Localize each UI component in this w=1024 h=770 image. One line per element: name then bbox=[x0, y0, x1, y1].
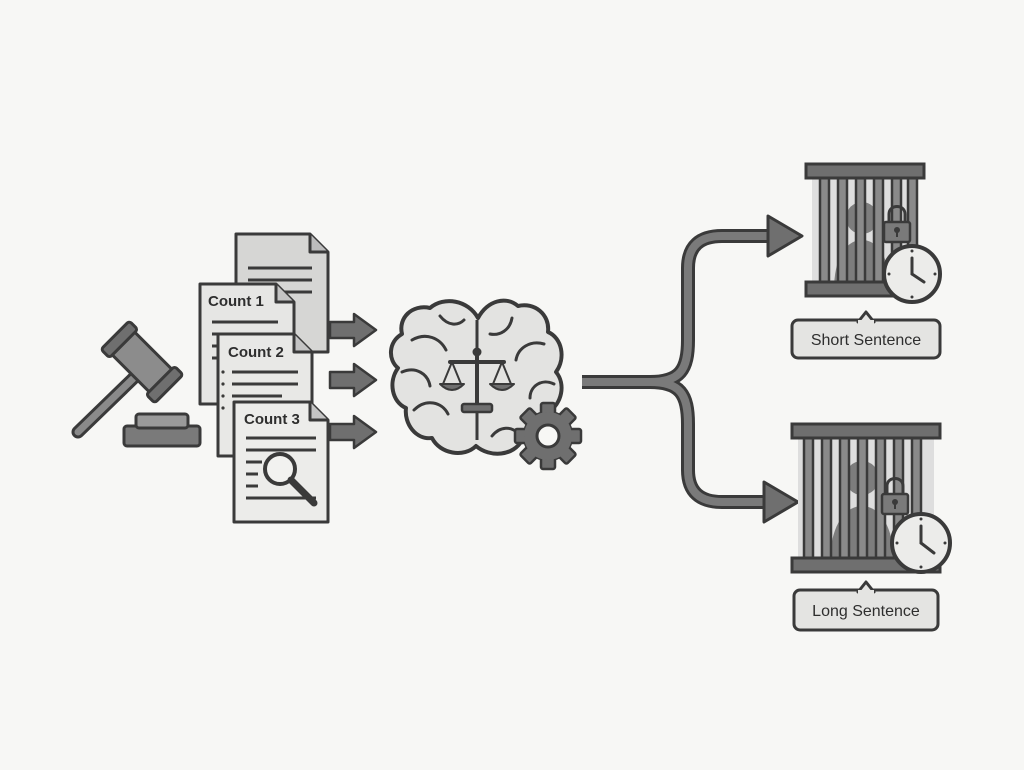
clock-icon bbox=[892, 514, 950, 572]
arrow-count-2 bbox=[330, 364, 376, 396]
count-1-label: Count 1 bbox=[208, 293, 264, 310]
gavel-icon bbox=[78, 321, 200, 446]
clock-icon bbox=[884, 246, 940, 302]
count-3-label: Count 3 bbox=[244, 411, 300, 428]
arrow-head-long bbox=[764, 482, 798, 522]
long-sentence-label-box: Long Sentence bbox=[794, 582, 938, 630]
document-count-3: Count 3 bbox=[234, 402, 328, 522]
jail-cell-long bbox=[792, 424, 950, 572]
arrow-count-3 bbox=[330, 416, 376, 448]
long-sentence-label: Long Sentence bbox=[812, 603, 920, 620]
short-sentence-label-box: Short Sentence bbox=[792, 312, 940, 358]
short-sentence-label: Short Sentence bbox=[811, 332, 921, 349]
count-2-label: Count 2 bbox=[228, 344, 284, 361]
forking-arrow bbox=[582, 216, 802, 522]
input-arrows bbox=[330, 314, 376, 448]
arrow-head-short bbox=[768, 216, 802, 256]
gear-icon bbox=[515, 403, 581, 469]
jail-cell-short bbox=[806, 164, 940, 302]
arrow-count-1 bbox=[330, 314, 376, 346]
